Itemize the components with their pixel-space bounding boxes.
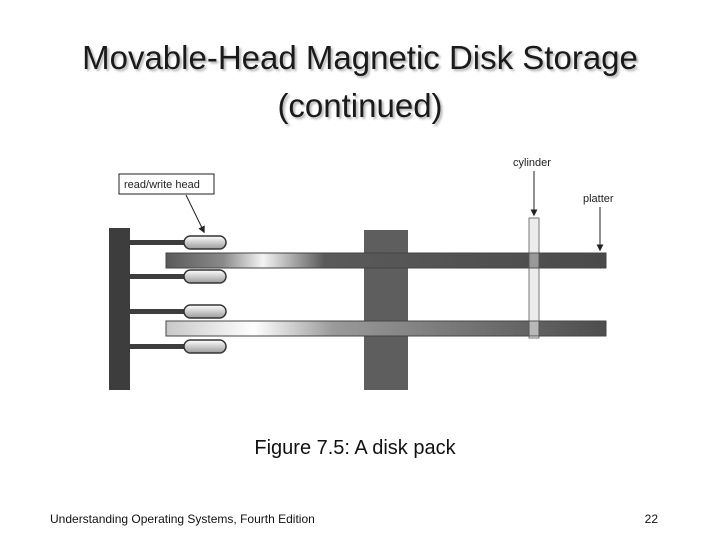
read-write-head-1	[183, 235, 227, 250]
footer-book-title: Understanding Operating Systems, Fourth …	[50, 512, 315, 526]
platter-bottom	[165, 320, 607, 337]
read-write-head-3	[183, 304, 227, 319]
cylinder-band	[528, 217, 540, 339]
slide-title: Movable-Head Magnetic Disk Storage (cont…	[0, 34, 720, 130]
read-write-head-label: read/write head	[124, 179, 200, 191]
figure-caption: Figure 7.5: A disk pack	[254, 437, 456, 459]
platter-label: platter	[583, 193, 614, 205]
read-write-head-arrow	[185, 194, 205, 234]
read-write-head-4	[183, 339, 227, 354]
arm-2	[130, 274, 190, 279]
arm-4	[130, 344, 190, 349]
cylinder-on-bottom-platter	[528, 320, 540, 337]
actuator-post	[109, 228, 130, 390]
cylinder-label: cylinder	[513, 157, 551, 169]
read-write-head-label-box	[118, 173, 215, 195]
title-line-2: (continued)	[277, 87, 443, 124]
page-number: 22	[644, 512, 658, 526]
cylinder-on-top-platter	[528, 252, 540, 269]
arm-3	[130, 309, 190, 314]
arm-1	[130, 240, 190, 245]
title-line-1: Movable-Head Magnetic Disk Storage	[82, 39, 638, 76]
read-write-head-2	[183, 269, 227, 284]
platter-top	[165, 252, 607, 269]
